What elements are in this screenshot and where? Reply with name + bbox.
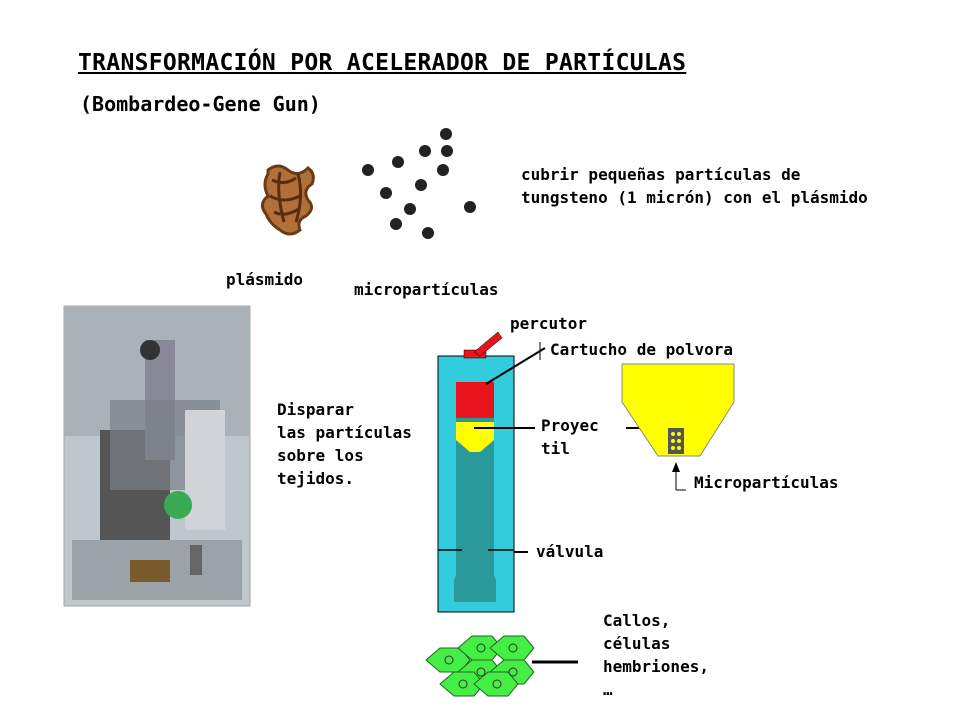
plasmid-illustration [261,164,315,236]
shoot-text: Disparar las partículas sobre los tejido… [277,398,412,490]
shoot-line-3: sobre los [277,446,364,465]
target-line-3: hembriones, [603,657,709,676]
target-line-4: … [603,680,613,699]
shoot-line-4: tejidos. [277,469,355,488]
coating-line-2: tungsteno (1 micrón) con el plásmido [521,188,868,207]
projectile-line-2: til [541,439,570,458]
percussor-label: percutor [510,314,588,333]
projectile-closeup [621,363,735,472]
microparticles-illustration [362,128,476,239]
projectile-line-1: Proyec [541,416,599,435]
coating-text: cubrir pequeñas partículas de tungsteno … [521,163,868,209]
plasmid-label: plásmido [226,270,304,289]
page-title: TRANSFORMACIÓN POR ACELERADOR DE PARTÍCU… [78,50,687,76]
cells-illustration [425,635,535,697]
shoot-line-1: Disparar [277,400,355,419]
microparticles-label: micropartículas [354,280,499,299]
gene-gun-photo [63,305,251,607]
microparticles-closeup-label: Micropartículas [694,473,839,492]
pointer-lines [474,342,686,664]
page-subtitle: (Bombardeo-Gene Gun) [80,92,321,116]
cell-nuclei [444,643,518,689]
barrel-schematic [437,331,515,613]
target-text: Callos, células hembriones, … [603,609,709,701]
coating-line-1: cubrir pequeñas partículas de [521,165,801,184]
shoot-line-2: las partículas [277,423,412,442]
target-line-2: células [603,634,671,653]
valve-label: válvula [536,542,604,561]
projectile-label: Proyec til [541,414,599,460]
target-line-1: Callos, [603,611,671,630]
cartridge-label: Cartucho de polvora [550,340,734,359]
